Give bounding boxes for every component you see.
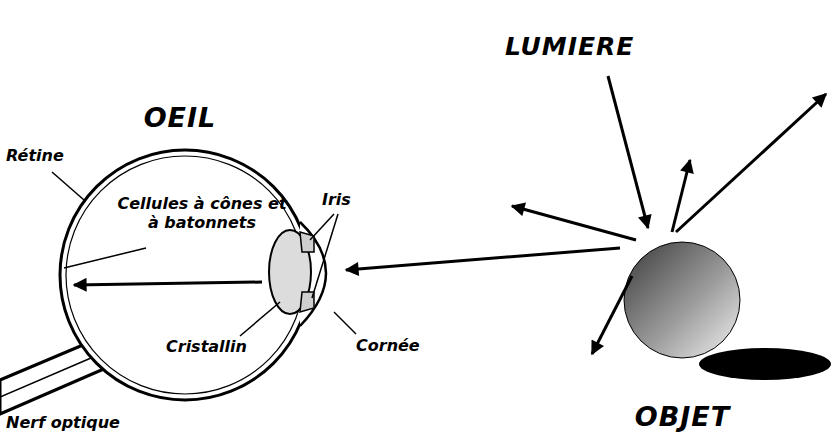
leader-lines <box>52 172 356 336</box>
part-label: Cellules à cônes et à batonnets <box>112 194 292 232</box>
light-ray-connector <box>346 248 620 270</box>
part-label: Cristallin <box>166 337 247 356</box>
part-label: Cornée <box>356 336 420 355</box>
node-heading: OEIL <box>144 102 217 133</box>
light-ray-inside <box>74 282 262 285</box>
eyeball <box>60 150 310 400</box>
iris-lower <box>300 292 314 312</box>
eye-node: OEIL <box>50 102 346 402</box>
light-label: LUMIERE <box>505 32 634 62</box>
object-sphere <box>624 242 740 358</box>
object-shadow <box>699 348 831 380</box>
node-heading: OBJET <box>635 401 730 432</box>
light-rays <box>512 76 826 354</box>
object-node: OBJET <box>620 240 745 432</box>
iris-upper <box>300 232 314 252</box>
part-label: Nerf optique <box>6 413 120 432</box>
part-label: Rétine <box>6 146 64 165</box>
part-label: Iris <box>322 190 351 209</box>
